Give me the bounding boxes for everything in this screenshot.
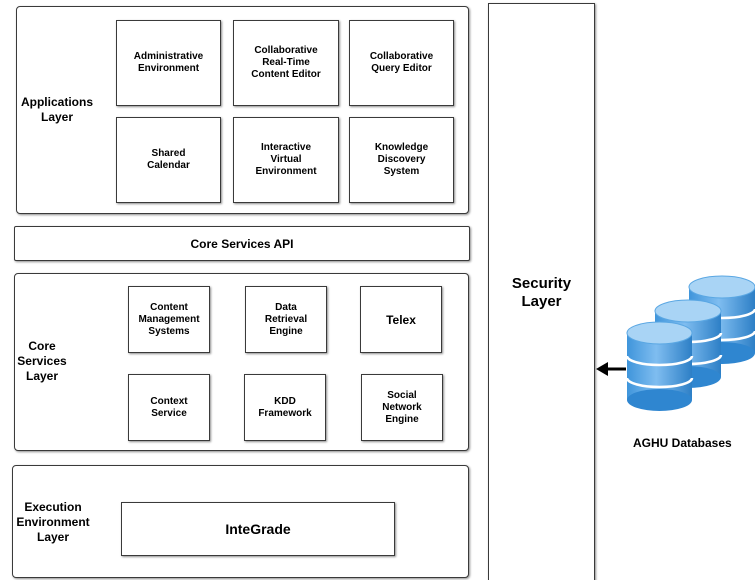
database-icon: [625, 321, 694, 411]
module-integrade: InteGrade: [121, 502, 395, 556]
arrow-icon: [596, 362, 626, 376]
core-services-api-bar: Core Services API: [14, 226, 470, 261]
module-kdd-framework: KDD Framework: [244, 374, 326, 441]
module-content-management-systems: Content Management Systems: [128, 286, 210, 353]
module-context-service: Context Service: [128, 374, 210, 441]
execution-environment-layer-label: Execution Environment Layer: [16, 500, 90, 544]
module-shared-calendar: Shared Calendar: [116, 117, 221, 203]
module-social-network-engine: Social Network Engine: [361, 374, 443, 441]
module-collaborative-query-editor: Collaborative Query Editor: [349, 20, 454, 106]
module-collaborative-realtime-content-editor: Collaborative Real-Time Content Editor: [233, 20, 339, 106]
databases-label: AGHU Databases: [633, 436, 732, 450]
module-interactive-virtual-environment: Interactive Virtual Environment: [233, 117, 339, 203]
module-data-retrieval-engine: Data Retrieval Engine: [245, 286, 327, 353]
core-services-layer-label: Core Services Layer: [17, 339, 67, 383]
module-knowledge-discovery-system: Knowledge Discovery System: [349, 117, 454, 203]
module-administrative-environment: Administrative Environment: [116, 20, 221, 106]
database-stack-icon: [625, 275, 755, 411]
applications-layer-label: Applications Layer: [20, 95, 93, 124]
security-layer: Security Layer: [488, 3, 595, 580]
module-telex: Telex: [360, 286, 442, 353]
